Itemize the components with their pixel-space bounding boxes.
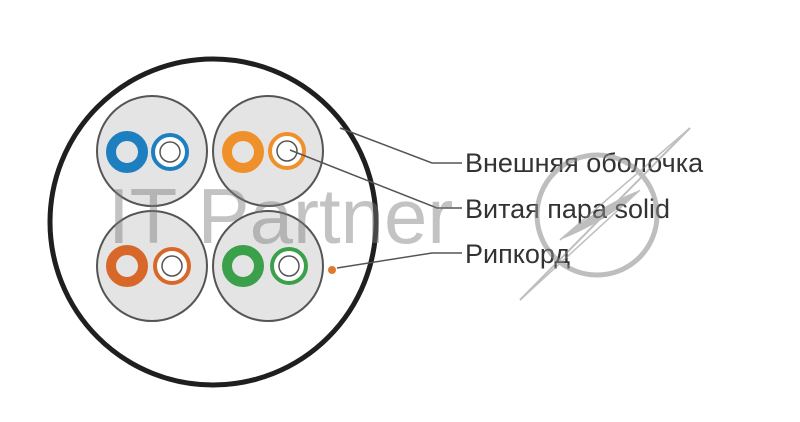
twisted-pair-leader-line: [289, 149, 462, 209]
orange-conductor-solid: [222, 131, 264, 173]
brown-white-core: [161, 255, 183, 277]
watermark-text: IT Partner: [108, 172, 453, 260]
outer-jacket-leader-line: [339, 127, 462, 164]
ripcord-dot: [328, 266, 336, 274]
brown-pair: [96, 210, 208, 322]
twisted-pair-label: Витая пара solid: [465, 194, 670, 224]
blue-white-core: [159, 141, 181, 163]
watermark: IT Partner: [108, 127, 691, 301]
outer-jacket-label: Внешняя оболочка: [465, 148, 704, 178]
green-pair: [212, 210, 324, 322]
blue-pair: [96, 95, 208, 207]
green-conductor-solid: [222, 245, 264, 287]
ripcord-leader-line: [336, 252, 462, 269]
watermark-logo: [519, 127, 691, 301]
brown-conductor-solid: [106, 245, 148, 287]
pair-background: [96, 210, 208, 322]
pair-background: [212, 210, 324, 322]
blue-conductor-solid: [106, 131, 148, 173]
orange-white-core: [276, 140, 298, 162]
green-white-core: [278, 255, 300, 277]
orange-pair: [212, 95, 324, 207]
